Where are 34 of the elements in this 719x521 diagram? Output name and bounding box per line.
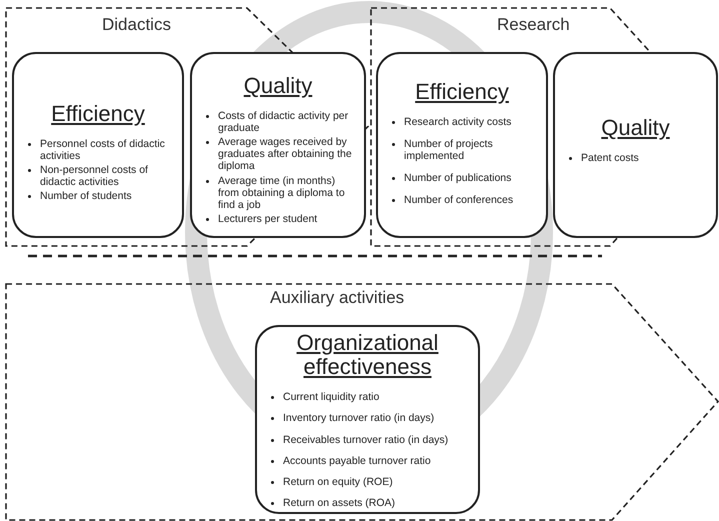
box-heading: Efficiency bbox=[50, 102, 146, 126]
chevron-frame bbox=[5, 283, 719, 521]
section-title: Research bbox=[497, 15, 570, 35]
bullet-item: Inventory turnover ratio (in days) bbox=[283, 412, 434, 424]
section-title: Didactics bbox=[102, 15, 171, 35]
bullet-item: Accounts payable turnover ratio bbox=[283, 454, 431, 467]
section-title: Auxiliary activities bbox=[270, 288, 404, 308]
rounded-box bbox=[376, 52, 548, 238]
rounded-box bbox=[190, 52, 366, 238]
bullet-item: Current liquidity ratio bbox=[283, 391, 380, 404]
bullet-item: Non-personnel costs of didactic activities bbox=[40, 164, 148, 188]
chevron-frame bbox=[5, 7, 369, 247]
chevron-frame bbox=[370, 7, 719, 247]
bullet-item: Average time (in months) from obtaining a diploma to find a job bbox=[218, 174, 345, 211]
rounded-box bbox=[12, 52, 184, 238]
rounded-box bbox=[255, 325, 480, 514]
bullet-item: Research activity costs bbox=[404, 116, 512, 128]
bullet-item: Personnel costs of didactic activities bbox=[40, 138, 165, 162]
bullet-item: Return on equity (ROE) bbox=[283, 476, 393, 488]
box-heading: Organizational effectiveness bbox=[296, 331, 440, 380]
bullet-item: Lecturers per student bbox=[218, 212, 318, 225]
box-heading: Quality bbox=[242, 74, 314, 98]
bullet-item: Number of conferences bbox=[404, 194, 514, 206]
bullet-item: Number of publications bbox=[404, 172, 512, 184]
bullet-item: Number of projects implemented bbox=[404, 138, 493, 162]
box-heading: Efficiency bbox=[414, 80, 510, 104]
box-heading: Quality bbox=[600, 116, 671, 140]
bullet-item: Return on assets (ROA) bbox=[283, 496, 396, 509]
bullet-item: Average wages received by graduates after obtaining the diploma bbox=[218, 136, 352, 172]
bullet-item: Receivables turnover ratio (in days) bbox=[283, 434, 448, 446]
bullet-item: Costs of didactic activity per graduate bbox=[218, 110, 348, 134]
bullet-item: Number of students bbox=[40, 190, 132, 202]
bullet-item: Patent costs bbox=[581, 152, 639, 164]
rounded-box bbox=[553, 52, 718, 238]
